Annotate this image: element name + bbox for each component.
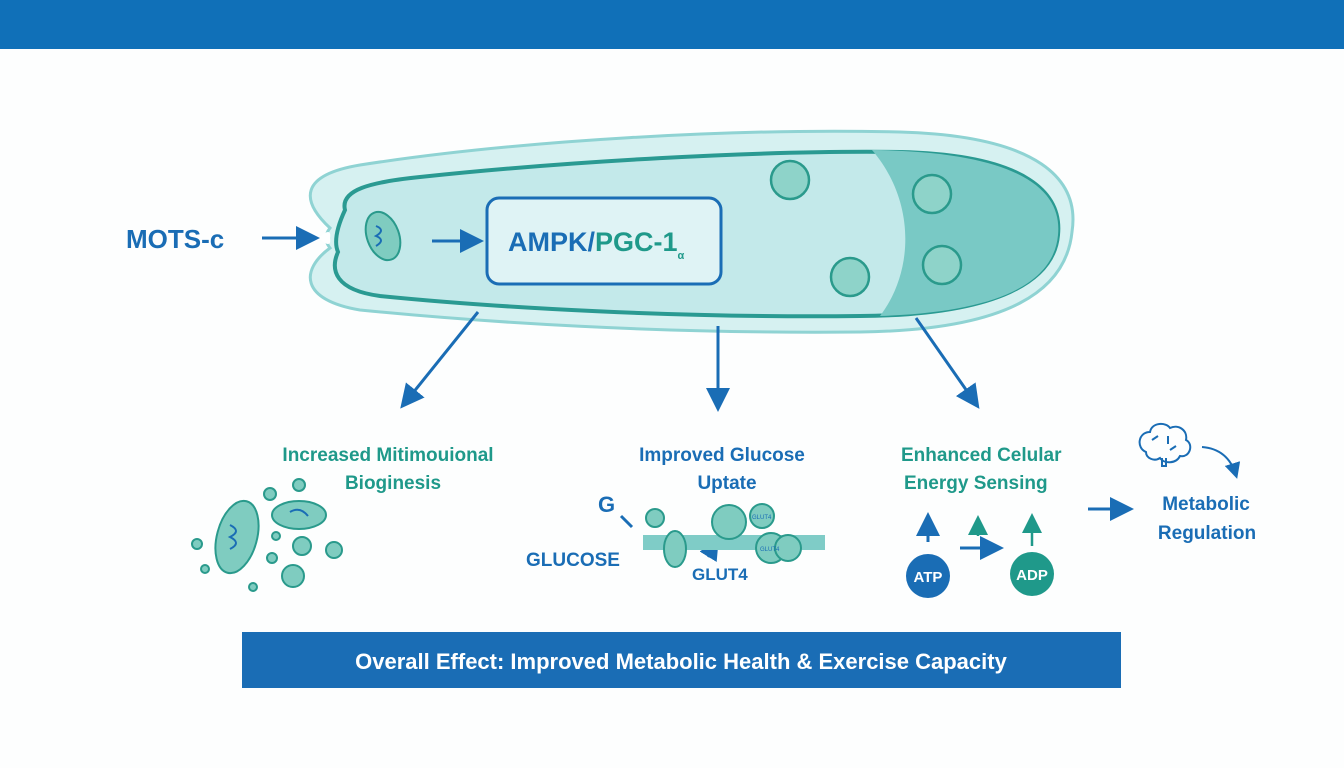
atp-node	[906, 554, 950, 598]
glut4-label: GLUT4	[692, 565, 748, 584]
effect-2-title: Improved Glucose	[639, 445, 805, 466]
svg-text:ATP: ATP	[914, 569, 943, 586]
glut-small-1: GLUT4	[752, 515, 772, 521]
adp-node	[1010, 552, 1054, 596]
effect-3-title: Enhanced Celular	[901, 445, 1062, 466]
glucose-label: GLUCOSE	[526, 550, 620, 571]
ampk-box	[485, 196, 723, 286]
arrows	[262, 226, 1241, 563]
banner-text: Overall Effect: Improved Metabolic Healt…	[355, 649, 1007, 674]
svg-text:AMPK/PGC-1α: AMPK/PGC-1α	[508, 227, 685, 262]
glut-small-2: GLUT4	[760, 547, 780, 553]
svg-text:ADP: ADP	[1016, 567, 1048, 584]
effect-1-title-2: Bioginesis	[345, 473, 441, 494]
brain-icon	[1138, 422, 1192, 467]
effect-1-title: Increased Mitimouional	[282, 445, 493, 466]
mots-c-label: MOTS-c	[126, 224, 224, 254]
effect-2-title-2: Uptate	[697, 473, 756, 494]
outcome-title-2: Regulation	[1158, 523, 1256, 544]
mitochondria-cluster-icon	[191, 478, 343, 592]
header-bar	[0, 0, 1344, 49]
vesicles	[769, 159, 963, 298]
mitochondrion-icon	[364, 210, 402, 262]
overall-effect-banner	[242, 632, 1121, 688]
g-label: G	[598, 492, 615, 517]
outcome-title: Metabolic	[1162, 494, 1250, 515]
effect-3-title-2: Energy Sensing	[904, 473, 1048, 494]
